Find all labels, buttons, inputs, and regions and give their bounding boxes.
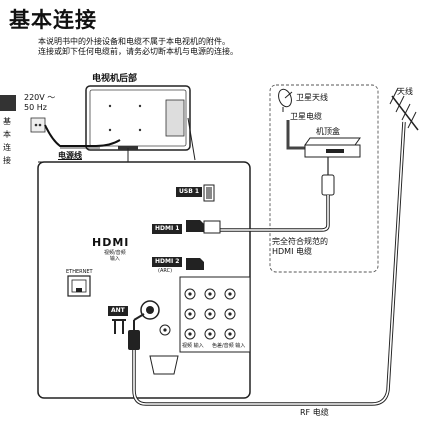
hdmi-cable-label-2: HDMI 电缆: [272, 247, 312, 256]
satellite-group-box: [269, 84, 379, 273]
side-tab-char-2: 本: [3, 130, 11, 139]
satellite-dish-icon: [278, 88, 293, 112]
power-cord: [44, 124, 121, 147]
rf-cable-label: RF 电缆: [300, 408, 329, 417]
intro-line-1: 本说明书中的外接设备和电缆不属于本电视机的附件。: [38, 37, 230, 46]
set-top-box-label: 机顶盒: [316, 127, 340, 136]
hdmi2-port-tag: HDMI 2: [152, 257, 183, 267]
tv-rear-label: 电视机后部: [92, 74, 138, 84]
hdmi-logo: HDMI: [92, 236, 130, 249]
hdmi2-port: [186, 258, 204, 270]
hdmi-cable-label-1: 完全符合规范的: [272, 237, 328, 246]
tv-rear-illustration: [85, 85, 191, 151]
antenna-icon: [389, 87, 419, 131]
hdmi1-port-tag: HDMI 1: [152, 224, 183, 234]
side-tab-char-4: 接: [3, 156, 11, 165]
vga-port: [149, 355, 179, 375]
av-video-input-label: 视频 输入: [182, 343, 204, 349]
satellite-cable-label: 卫星电缆: [290, 112, 322, 121]
hdmi2-arc-label: (ARC): [158, 268, 173, 274]
section-tab-marker: [0, 95, 16, 111]
side-tab-char-1: 基: [3, 117, 11, 126]
side-tab-char-3: 连: [3, 143, 11, 152]
ethernet-label: ETHERNET: [66, 269, 93, 275]
av-component-input-label: 色差/音频 输入: [212, 343, 246, 349]
usb-port-tag: USB 1: [176, 187, 203, 197]
page-title: 基本连接: [9, 8, 97, 32]
hdmi1-port: [186, 220, 204, 232]
power-voltage-label: 220V ～: [24, 93, 56, 102]
wall-socket-icon: [30, 117, 46, 133]
intro-line-2: 连接或卸下任何电缆前，请务必切断本机与电源的连接。: [38, 47, 238, 56]
power-frequency-label: 50 Hz: [24, 103, 47, 112]
satellite-antenna-label: 卫星天线: [296, 93, 328, 102]
ant-port-tag: ANT: [108, 306, 128, 316]
hdmi-logo-subtitle: 视频/音频 输入: [104, 250, 126, 262]
set-top-box-icon: [304, 137, 361, 146]
antenna-label: 天线: [397, 87, 413, 96]
power-cord-label: 电源线: [58, 151, 82, 160]
